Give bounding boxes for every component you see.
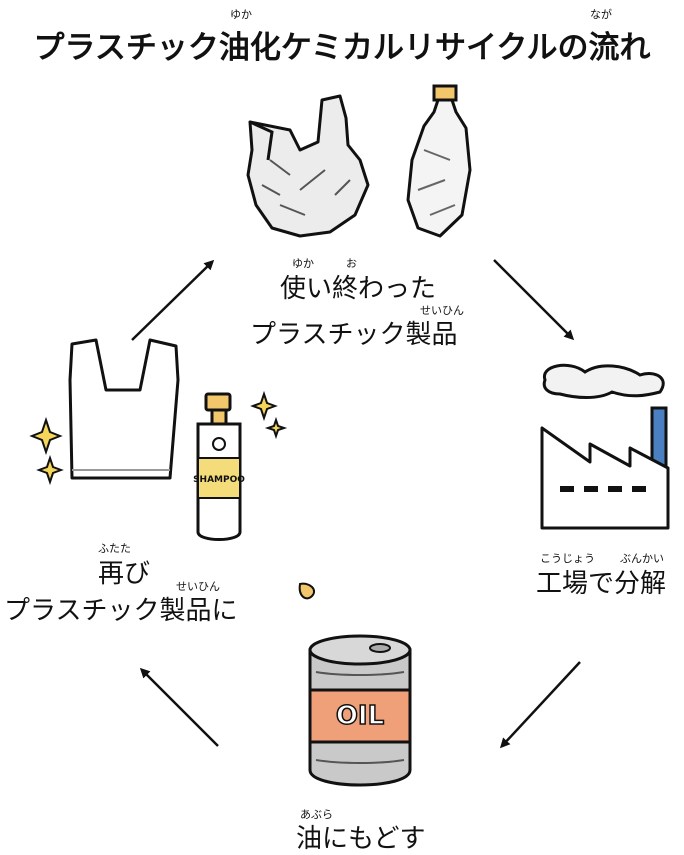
oil-label: 油にもどす <box>296 824 426 854</box>
shampoo-bottle-icon: SHAMPOO <box>193 392 245 541</box>
factory-icon <box>540 363 670 530</box>
ruby-tsuka: ゆか <box>292 257 314 270</box>
arrow-to-factory <box>493 259 575 341</box>
title-ruby-yuka: ゆか <box>230 8 252 21</box>
crumpled-bag-icon <box>246 94 370 238</box>
ruby-seihin-top: せいひん <box>420 304 464 317</box>
used-products-label-1: 使い終わった <box>280 274 437 304</box>
plastic-bag-icon <box>68 338 180 480</box>
ruby-bunkai: ぶんかい <box>620 552 664 565</box>
ruby-futata: ふたた <box>98 542 131 555</box>
ruby-o: お <box>346 257 357 270</box>
title-ruby-naga: なが <box>590 8 612 21</box>
again-label-2: プラスチック製品に <box>4 596 238 626</box>
used-products-label-2: プラスチック製品 <box>250 320 458 350</box>
can-label-text: OIL <box>336 701 384 731</box>
bottle-label-text: SHAMPOO <box>193 475 245 485</box>
oil-can-icon: OIL <box>298 582 412 787</box>
ruby-seihin-left: せいひん <box>176 580 220 593</box>
arrow-to-used <box>131 259 215 341</box>
crushed-bottle-icon <box>406 84 472 238</box>
again-label-1: 再び <box>98 559 151 589</box>
factory-label: 工場で分解 <box>536 569 667 599</box>
diagram-title: プラスチック油化ケミカルリサイクルの流れ <box>33 30 651 66</box>
arrow-to-oil <box>499 661 581 749</box>
ruby-koujou: こうじょう <box>540 552 595 565</box>
sparkle-icon <box>29 390 288 486</box>
arrow-to-again <box>139 667 219 747</box>
ruby-abura: あぶら <box>300 808 333 821</box>
